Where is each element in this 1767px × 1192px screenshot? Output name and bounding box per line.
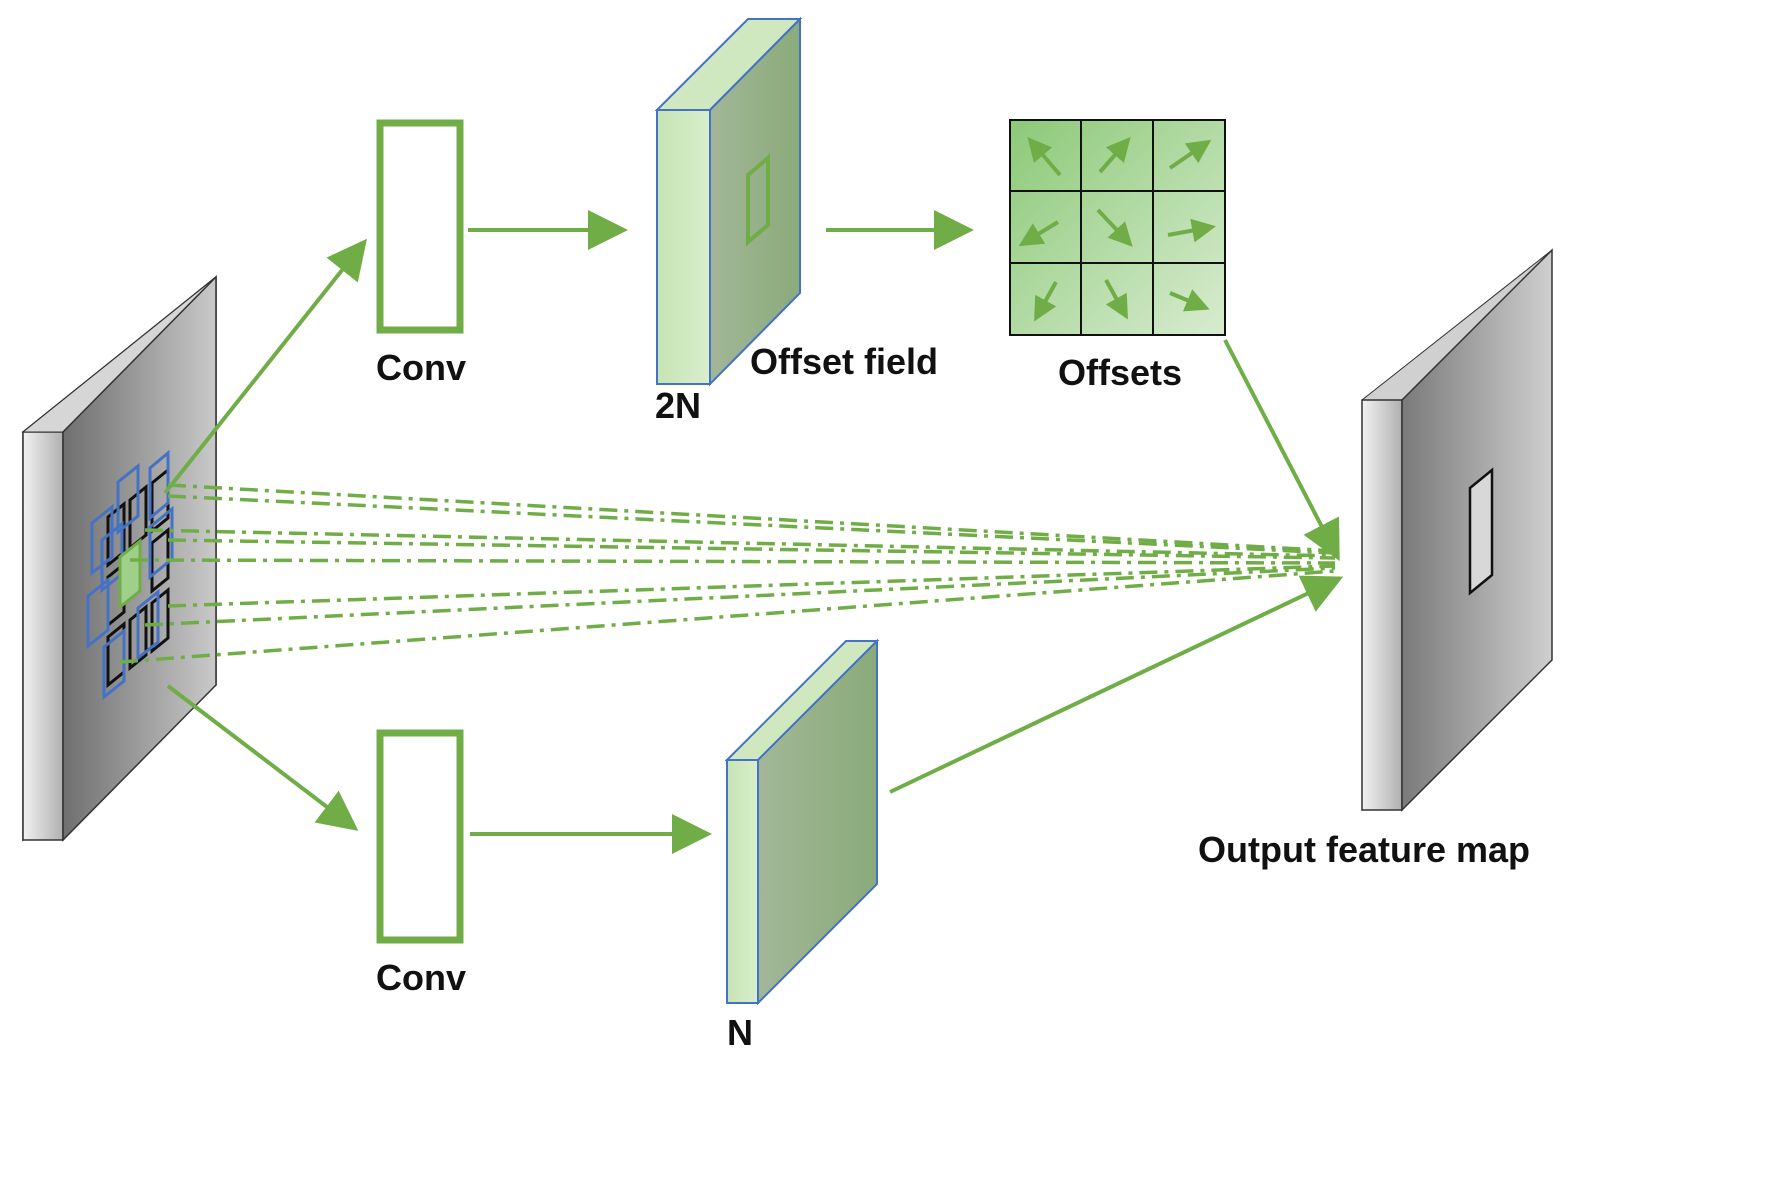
offset-arrow-1 (1027, 136, 1062, 177)
arrow-offsets-to-output (1223, 339, 1340, 562)
offsets-label: Offsets (1058, 352, 1182, 393)
offset-arrow-5 (1096, 208, 1133, 247)
offsets-grid (1009, 119, 1226, 336)
mask-block (724, 638, 880, 1006)
conv-top-label: Conv (376, 347, 466, 388)
offset-arrow-9 (1169, 289, 1210, 312)
output-feature-map (1361, 248, 1553, 812)
arrow-input-to-conv-bottom (166, 684, 359, 831)
sampling-lines (119, 483, 1336, 664)
output-label: Output feature map (1198, 829, 1530, 870)
conv-bottom-box (376, 729, 464, 944)
offset-field-block (654, 16, 803, 387)
offset-arrow-6 (1167, 218, 1216, 243)
offset-arrow-8 (1104, 279, 1128, 320)
offset-arrow-3 (1168, 139, 1212, 170)
mask-channels-label: N (727, 1012, 753, 1053)
sampling-locations (86, 449, 174, 701)
offset-arrow-4 (1018, 220, 1060, 247)
conv-bottom-label: Conv (376, 957, 466, 998)
conv-top-box (376, 119, 464, 334)
offset-field-label: Offset field (750, 341, 938, 382)
arrow-input-to-conv-top (163, 238, 367, 495)
offset-arrow-2 (1098, 136, 1131, 174)
offset-channels-label: 2N (655, 385, 701, 426)
offset-arrow-7 (1034, 281, 1058, 322)
arrow-mask-to-output (889, 575, 1344, 794)
